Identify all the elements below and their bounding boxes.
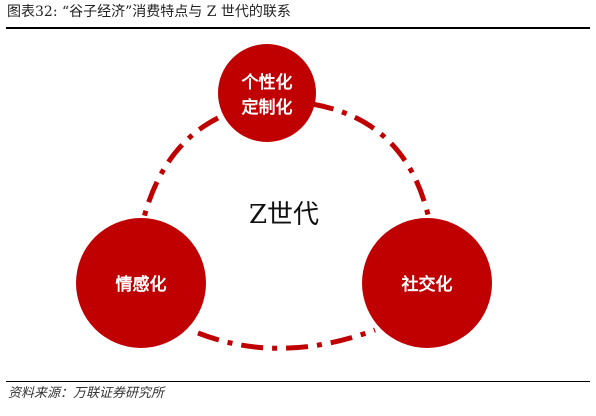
node-emotional-circle <box>76 218 206 348</box>
node-social-label: 社交化 <box>401 274 453 295</box>
connector-top-right <box>311 101 431 216</box>
bottom-rule <box>6 381 590 382</box>
center-label: Z世代 <box>249 200 319 230</box>
node-personalized-label-line2: 定制化 <box>242 97 293 118</box>
node-personalized-label-line1: 个性化 <box>241 72 293 93</box>
connector-bottom <box>197 327 376 351</box>
node-personalized: 个性化 定制化 <box>218 44 316 142</box>
node-social: 社交化 <box>362 218 492 348</box>
node-personalized-circle <box>218 44 316 142</box>
figure-title: 图表32: “谷子经济”消费特点与 Z 世代的联系 <box>7 4 291 20</box>
node-emotional: 情感化 <box>76 218 206 348</box>
top-rule <box>6 27 590 29</box>
source-note: 资料来源：万联证券研究所 <box>8 386 165 401</box>
node-emotional-label: 情感化 <box>116 274 167 295</box>
node-social-circle <box>362 218 492 348</box>
connector-top-left <box>136 115 220 241</box>
